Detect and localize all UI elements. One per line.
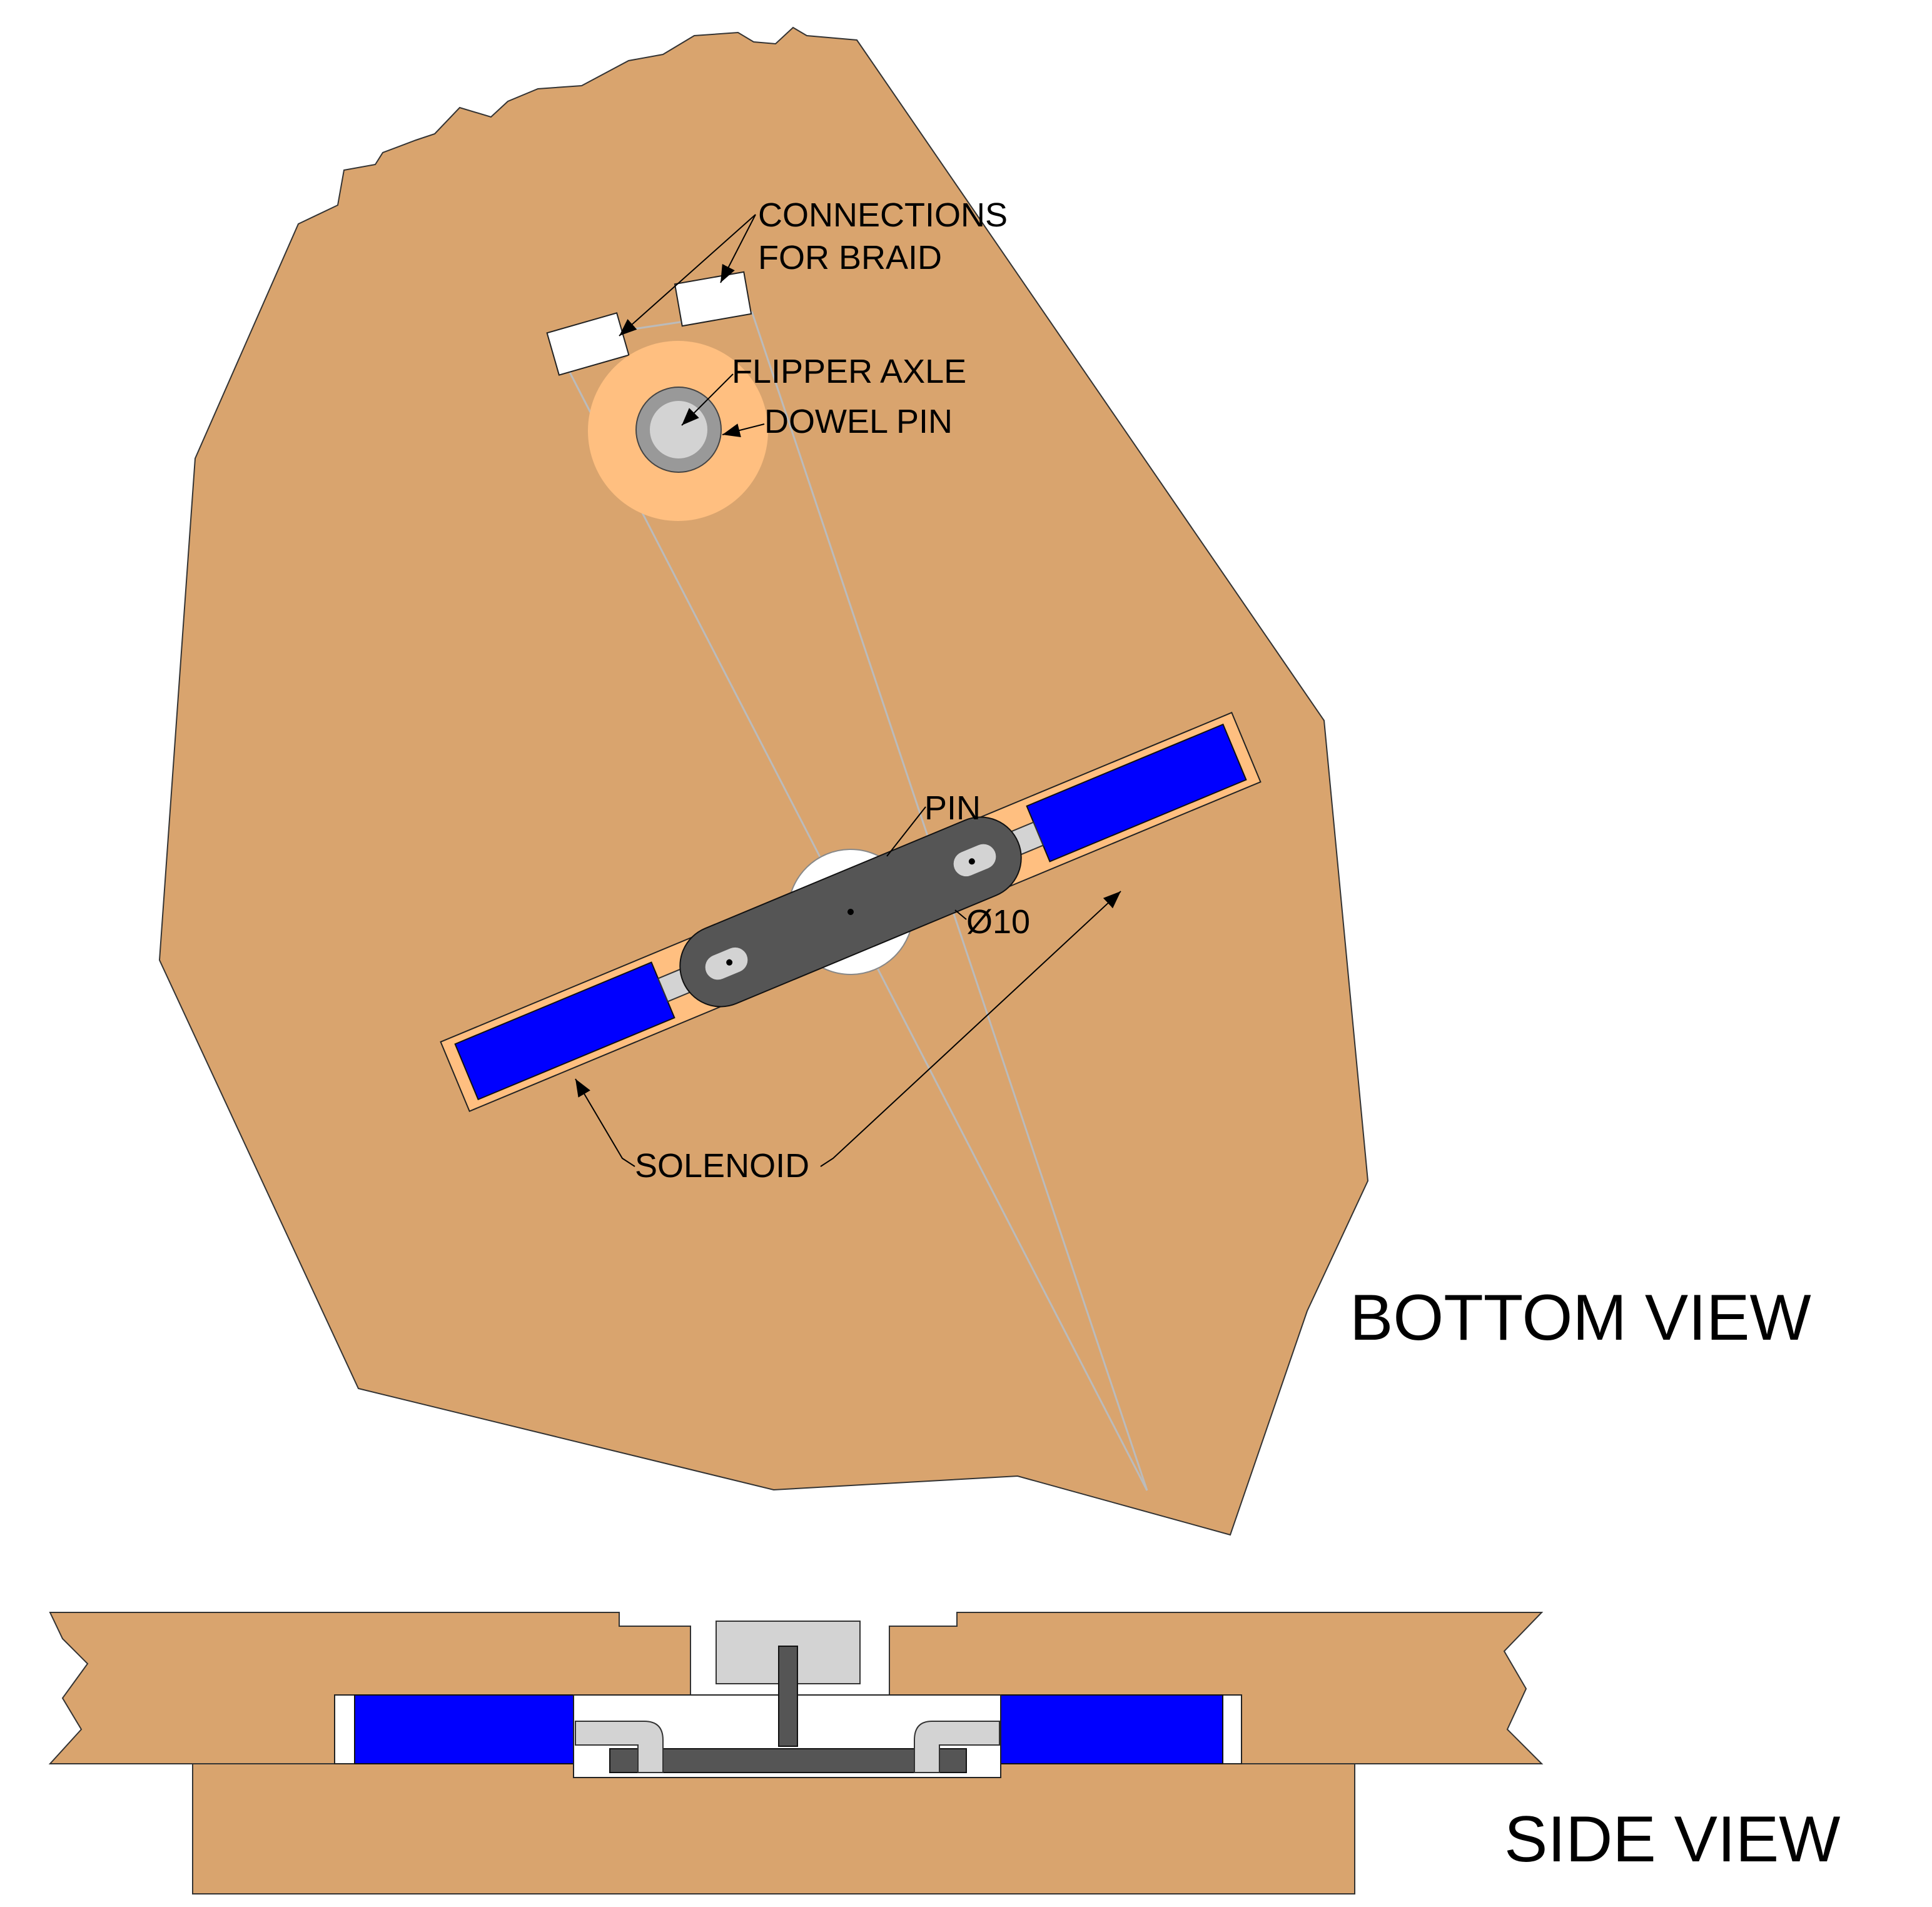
bottom-view-title: BOTTOM VIEW (1350, 1282, 1811, 1354)
dowel-pin-label: DOWEL PIN (764, 403, 953, 440)
side-view-title: SIDE VIEW (1504, 1803, 1840, 1876)
diameter-label: Ø10 (966, 903, 1030, 941)
dowel-pin-core (650, 401, 707, 458)
bottom-view: CONNECTIONS FOR BRAID FLIPPER AXLE DOWEL… (158, 26, 1811, 1536)
pin-right-dot (968, 858, 975, 865)
coil-side-right (1000, 1694, 1223, 1764)
coil-side-left (354, 1694, 574, 1764)
side-view: SIDE VIEW (48, 1612, 1840, 1894)
pivot-center-dot (847, 909, 854, 915)
braid-connection-right (674, 271, 752, 327)
plunger-side-right (914, 1721, 1000, 1773)
leader-lines (575, 214, 1121, 1167)
pin-left-dot (726, 959, 733, 966)
solenoid-assembly (440, 712, 1262, 1112)
connections-label-line1: CONNECTIONS (758, 196, 1008, 234)
plunger-side-left (575, 1721, 664, 1773)
clearance-left (334, 1694, 355, 1764)
playfield-board-outline (158, 26, 1369, 1536)
clearance-right (1222, 1694, 1242, 1764)
connections-label-line2: FOR BRAID (758, 239, 942, 276)
flipper-axle-label: FLIPPER AXLE (732, 353, 966, 390)
link-bar-side (609, 1748, 967, 1773)
lower-mounting-block (192, 1762, 1355, 1894)
solenoid-label: SOLENOID (635, 1147, 809, 1185)
axle-shaft-side (778, 1646, 798, 1747)
pin-label: PIN (924, 789, 981, 827)
